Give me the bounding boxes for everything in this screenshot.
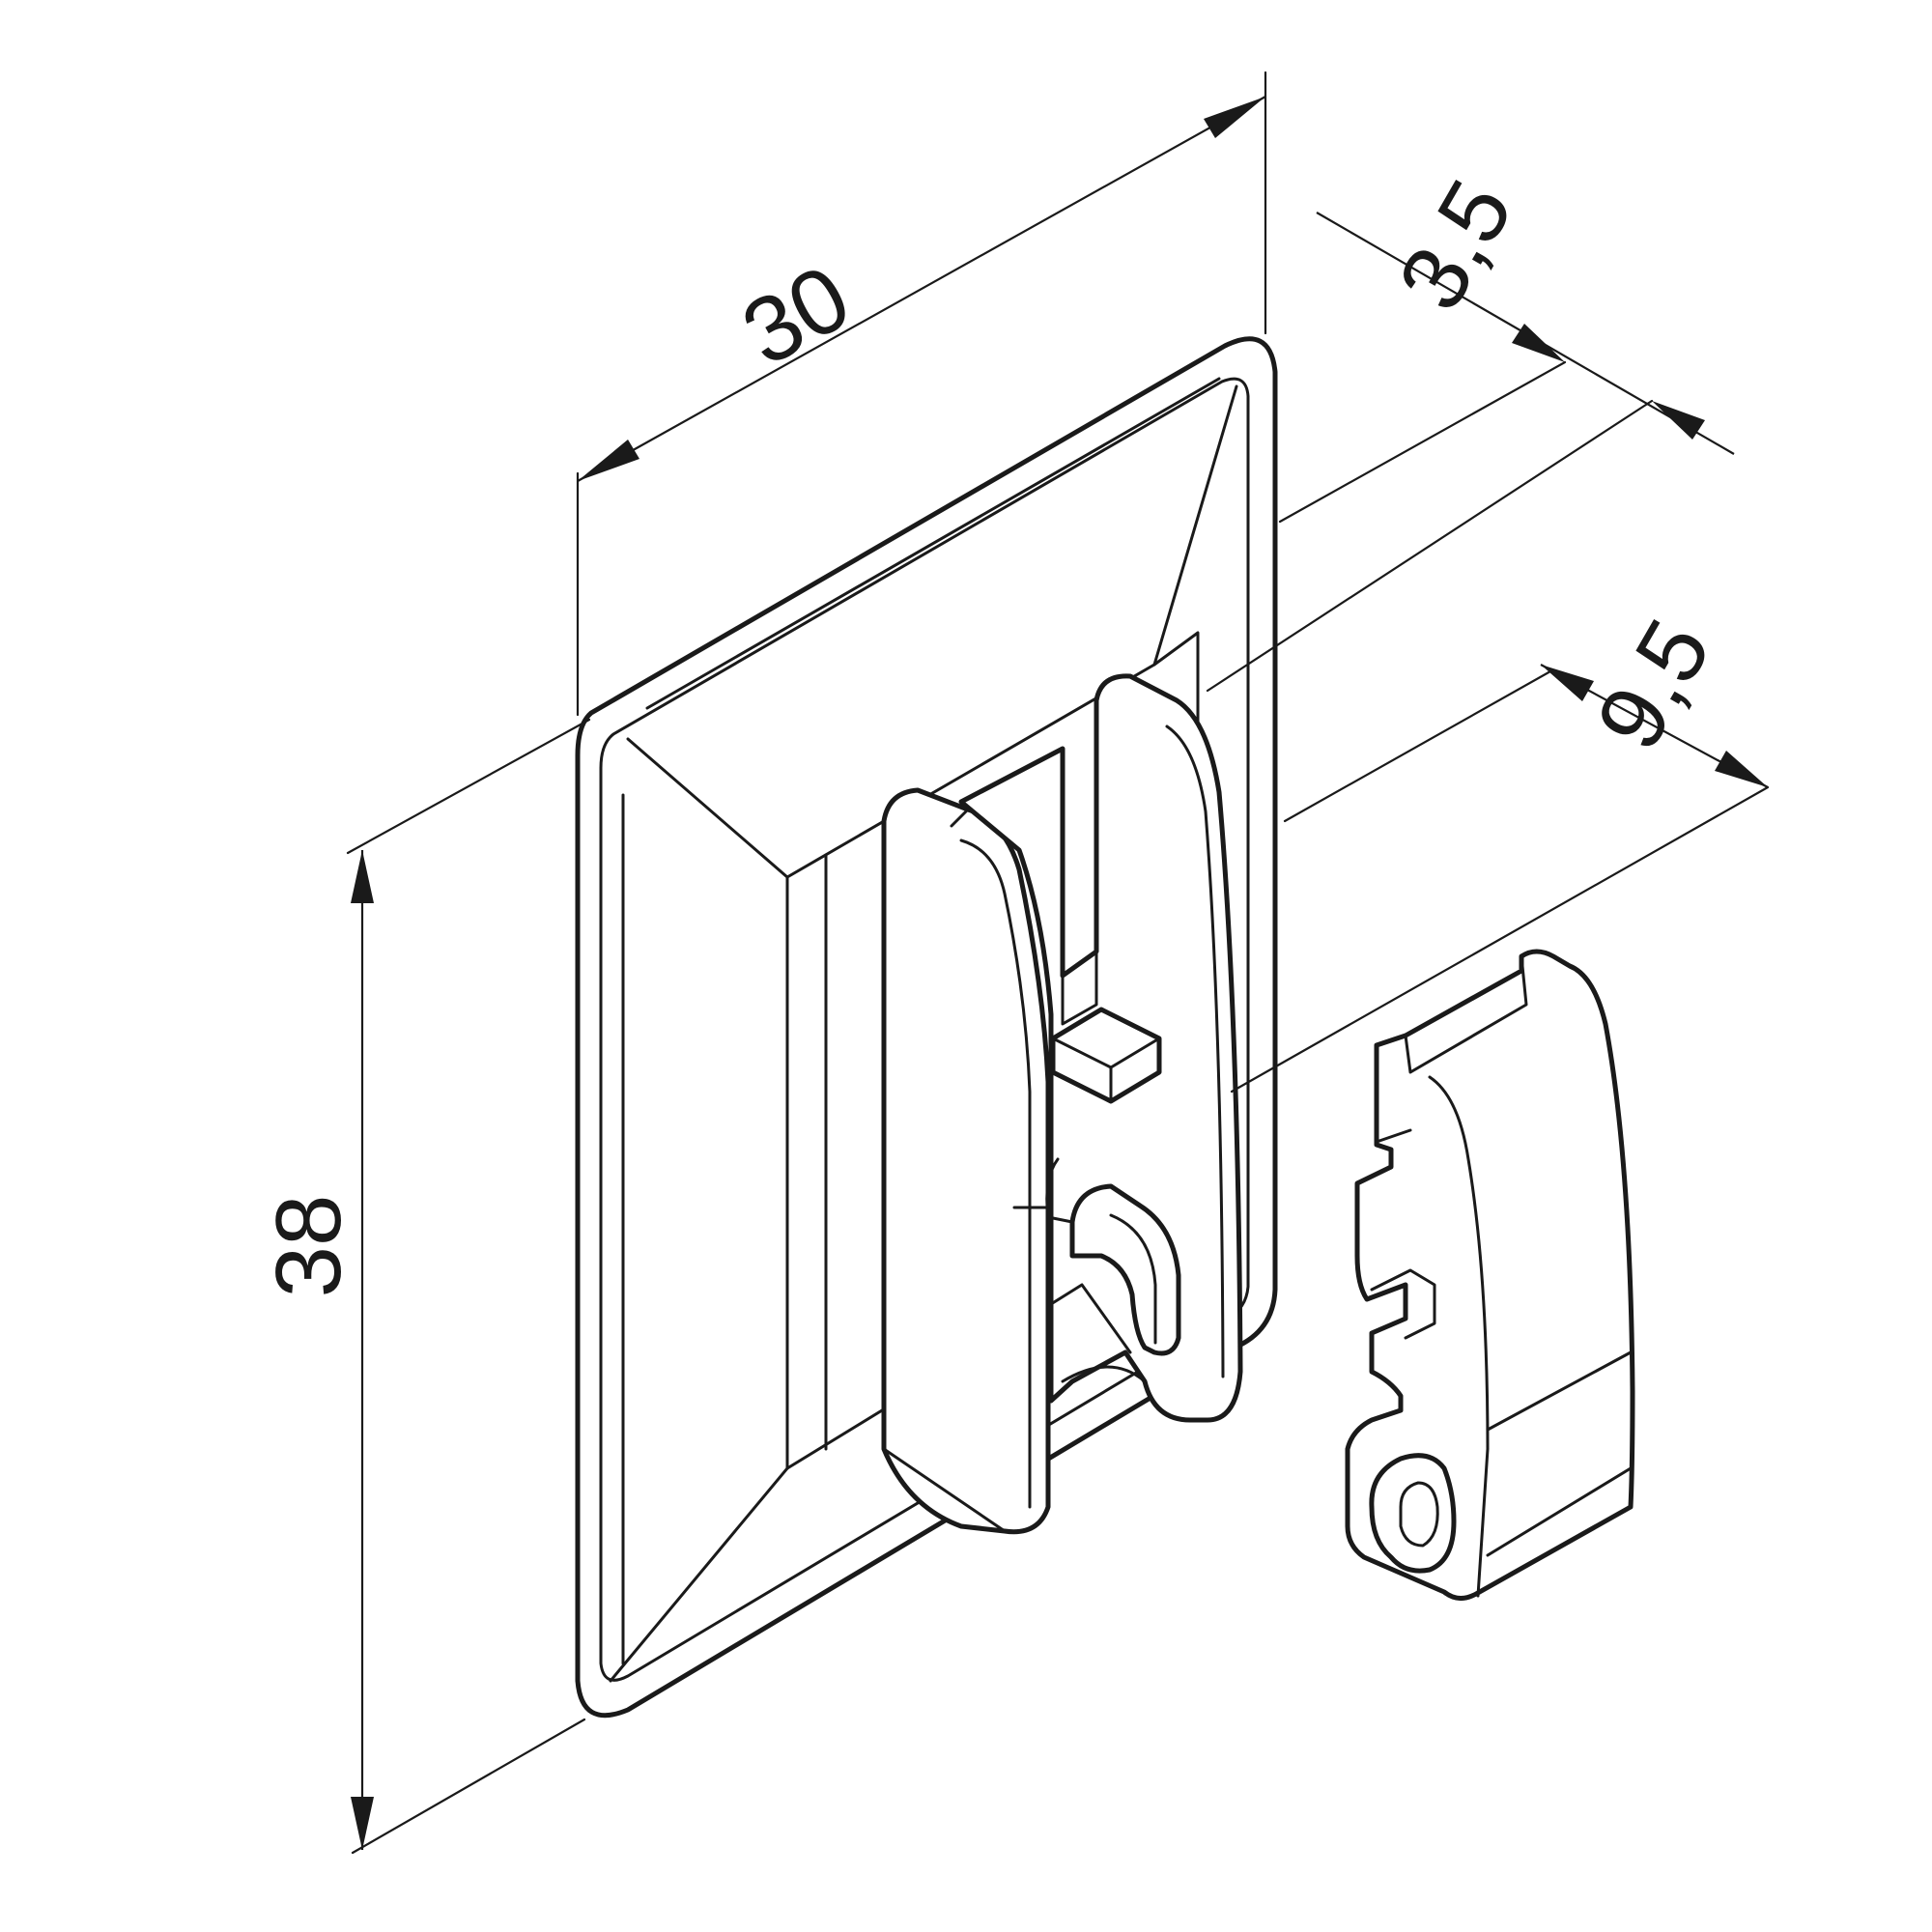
hook-assembly xyxy=(575,336,1278,1719)
arrow-height-bottom xyxy=(351,1797,374,1850)
clip-cap-top-ledge xyxy=(1404,954,1528,1074)
arrow-thickness-2 xyxy=(1652,401,1705,440)
arrow-width-right xyxy=(1204,97,1265,138)
clip-cap-loop-outer xyxy=(1369,1453,1457,1574)
latch-ring xyxy=(1045,1157,1074,1224)
lower-notch xyxy=(1049,1283,1132,1354)
latch xyxy=(1069,1183,1181,1356)
clip-cap xyxy=(1345,949,1635,1601)
clip-cap-tooth xyxy=(1370,1268,1436,1340)
bevel-edge-bottom-left xyxy=(609,1466,789,1683)
hook-body-right-rail xyxy=(1165,724,1225,1378)
extension-line-depth-2 xyxy=(1230,785,1770,1094)
hook-tongue-bottom xyxy=(882,1447,1007,1533)
latch-inner xyxy=(1109,1213,1157,1345)
dimension-label-width: 30 xyxy=(726,245,867,385)
bevel-edge-top-left xyxy=(626,737,789,879)
clip-cap-front-curve xyxy=(1428,1075,1490,1598)
clip-cap-outline xyxy=(1345,949,1635,1601)
dimension-label-depth: 9,5 xyxy=(1577,603,1730,766)
dimension-height: 38 xyxy=(257,718,591,1855)
clip-cap-loop-inner xyxy=(1399,1481,1439,1548)
cross-tab-edge xyxy=(1051,1037,1113,1069)
cross-tab xyxy=(1050,1007,1162,1104)
dimension-line-width xyxy=(577,96,1266,482)
bevel-edge-top-right xyxy=(1152,384,1238,667)
hook-body-slot-lower xyxy=(1061,950,1098,1026)
dimension-label-height: 38 xyxy=(257,1195,360,1298)
arrow-thickness-1 xyxy=(1512,324,1565,362)
arrow-width-left xyxy=(578,440,639,481)
clip-cap-split-2 xyxy=(1486,1466,1633,1557)
cross-tab-edge-2 xyxy=(1109,1037,1161,1069)
dimension-label-thickness: 3,5 xyxy=(1378,163,1532,327)
arrow-height-top xyxy=(351,850,374,903)
hook-tongue xyxy=(881,787,1051,1535)
extension-line-bottom xyxy=(351,1718,586,1855)
clip-cap-step xyxy=(1375,1128,1412,1144)
extension-line-depth-1 xyxy=(1283,669,1552,823)
arrow-depth-2 xyxy=(1715,751,1768,787)
lower-body-curve xyxy=(1061,1365,1147,1383)
extension-line-thickness-1 xyxy=(1278,360,1567,524)
extension-line-thickness-2 xyxy=(1206,399,1654,693)
bevel-edge-top xyxy=(645,377,1221,710)
arrow-depth-1 xyxy=(1541,665,1594,701)
clip-cap-split-1 xyxy=(1486,1350,1633,1432)
extension-line-top xyxy=(346,718,591,855)
hook-tongue-front-face xyxy=(959,838,1032,1509)
hook-tongue-edge xyxy=(950,808,970,828)
